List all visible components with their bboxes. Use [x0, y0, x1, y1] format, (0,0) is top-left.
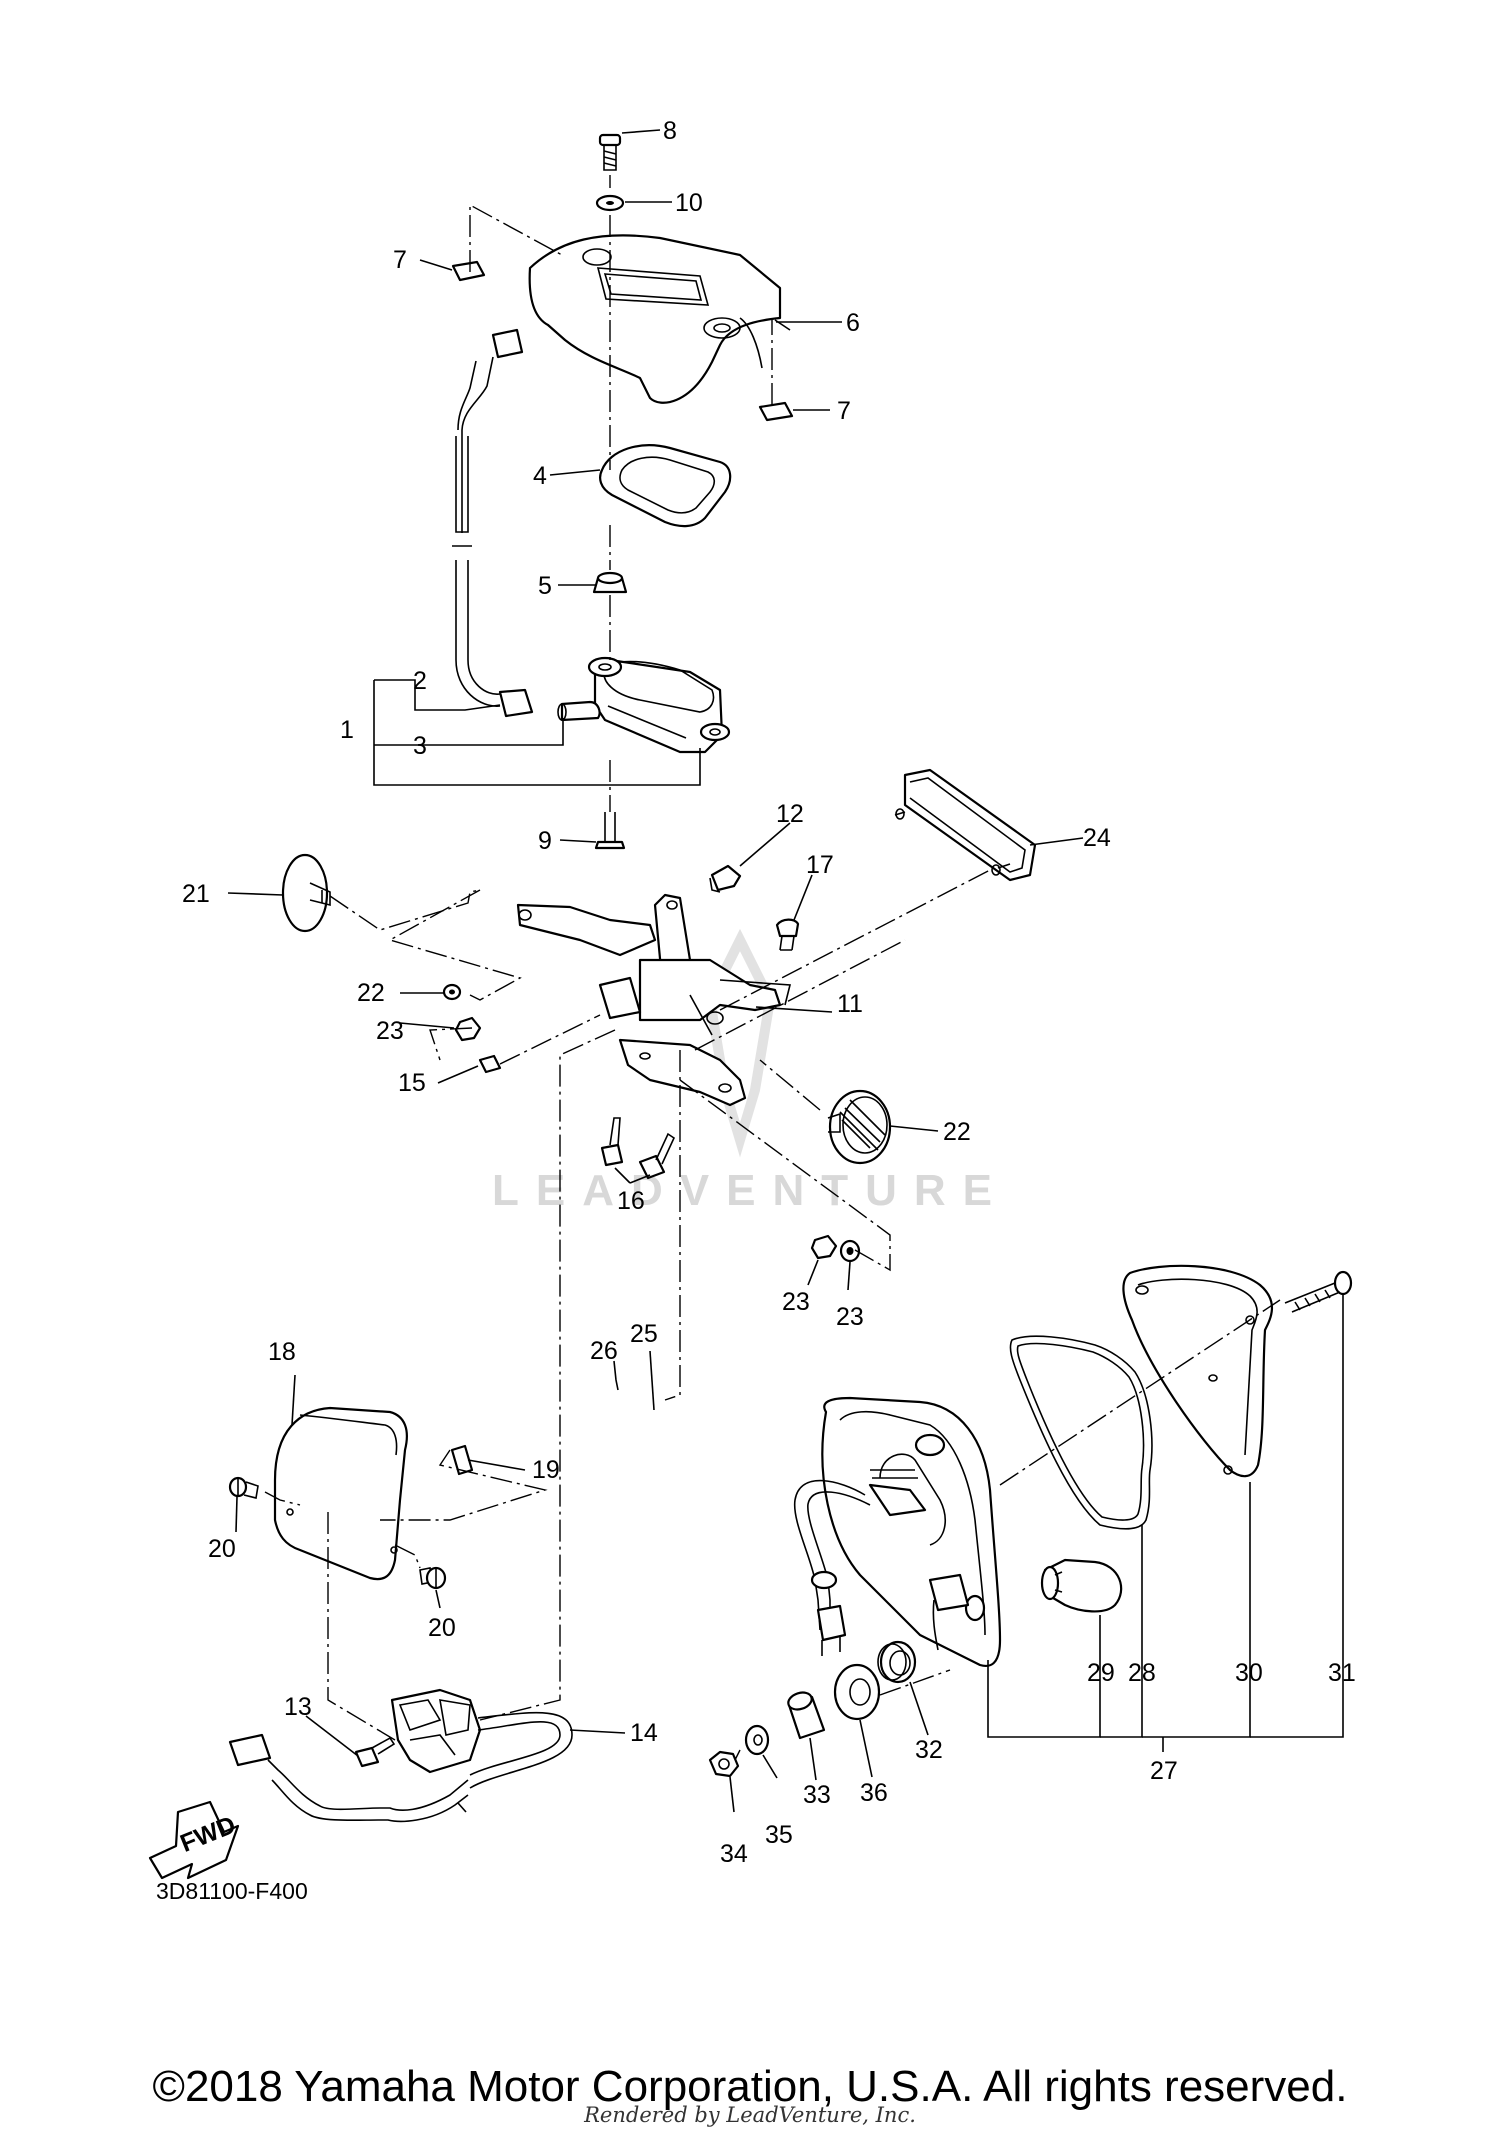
grommet-part-5: [592, 571, 628, 594]
grommet-part-32: [877, 1640, 917, 1684]
callout-34: 34: [720, 1840, 748, 1868]
callout-29: 29: [1087, 1659, 1115, 1687]
gasket-part-4: [599, 444, 732, 528]
screw-part-8: [598, 133, 622, 171]
callout-9: 9: [538, 827, 552, 855]
nut-part-23-left: [454, 1016, 482, 1042]
callout-22-right: 23: [836, 1303, 864, 1331]
watermark: LEADVENTURE: [492, 928, 1009, 1215]
bulb-part-3: [557, 700, 601, 722]
callout-35: 35: [765, 1821, 793, 1849]
callout-21-right: 22: [943, 1118, 971, 1146]
bracket-part-11: [516, 893, 792, 1107]
callout-7-left: 7: [393, 246, 407, 274]
callout-5: 5: [538, 572, 552, 600]
cord-part-14: [228, 1688, 573, 1823]
callout-22-left: 22: [357, 979, 385, 1007]
rendered-by-notice: Rendered by LeadVenture, Inc.: [584, 2103, 916, 2127]
callout-11: 11: [837, 990, 863, 1018]
callout-31: 31: [1328, 1659, 1356, 1687]
lead-wire-part-2: [452, 328, 534, 718]
meter-assembly-part-1: [587, 656, 731, 754]
license-plate-part-24: [894, 768, 1037, 882]
callout-25: 25: [630, 1320, 658, 1348]
callout-3: 3: [413, 732, 427, 760]
callout-21-left: 21: [182, 880, 210, 908]
tail-lamp-housing-part-27: [821, 1396, 1002, 1667]
callout-1: 1: [340, 716, 354, 744]
nut-part-34: [708, 1750, 740, 1778]
callout-2: 2: [413, 667, 427, 695]
pad-part-7-right: [758, 401, 794, 422]
washer-part-36: [833, 1663, 881, 1721]
callout-32: 32: [915, 1736, 943, 1764]
callout-7-right: 7: [837, 397, 851, 425]
callout-30: 30: [1235, 1659, 1263, 1687]
washer-part-35: [744, 1724, 770, 1756]
bolt-part-17: [775, 918, 800, 951]
callout-16: 16: [617, 1187, 645, 1215]
watermark-text: LEADVENTURE: [492, 1166, 1009, 1215]
washer-hole: [449, 989, 455, 995]
washer-hole: [846, 1247, 854, 1255]
callout-17: 17: [806, 851, 834, 879]
drawing-code: 3D81100-F400: [156, 1878, 308, 1904]
bolt-part-13: [354, 1736, 396, 1768]
callout-10: 10: [675, 189, 703, 217]
gasket-part-28: [1009, 1335, 1153, 1530]
callout-8: 8: [663, 117, 677, 145]
nut-part-12: [709, 864, 742, 893]
screw-part-31: [1284, 1270, 1353, 1313]
screw-part-9: [594, 812, 626, 850]
leader-lines: [227, 129, 1344, 1813]
callout-4: 4: [533, 462, 547, 490]
meter-cover-part-6: [528, 234, 791, 404]
reflector-part-21-right: [827, 1089, 892, 1165]
screw-part-20-right: [419, 1566, 447, 1590]
bolt-part-16: [600, 1117, 676, 1180]
callout-26: 26: [590, 1337, 618, 1365]
callout-13: 13: [284, 1693, 312, 1721]
callout-27: 27: [1150, 1757, 1178, 1785]
callout-labels: 8 10 7 6 7 4 5 2 1 3 9 12 17 24 21 22 23…: [182, 117, 1356, 1868]
callout-33: 33: [803, 1781, 831, 1809]
callout-15: 15: [398, 1069, 426, 1097]
pad-part-19: [450, 1444, 474, 1476]
callout-24: 24: [1083, 824, 1111, 852]
pad-part-7-left: [451, 260, 486, 282]
callout-14: 14: [630, 1719, 658, 1747]
callout-18: 18: [268, 1338, 296, 1366]
callout-23-left: 23: [376, 1017, 404, 1045]
collar-part-33: [787, 1691, 826, 1740]
reflector-part-21-left: [281, 853, 331, 933]
callout-23-right: 23: [782, 1288, 810, 1316]
fwd-arrow-icon: FWD: [148, 1800, 240, 1880]
lens-part-18: [273, 1406, 408, 1581]
callout-6: 6: [846, 309, 860, 337]
callout-12: 12: [776, 800, 804, 828]
nut-part-23-right: [810, 1234, 838, 1260]
centerlines: [264, 175, 1281, 1761]
lens-part-30: [1122, 1264, 1273, 1478]
callout-20-left: 20: [208, 1535, 236, 1563]
washer-hole: [606, 201, 614, 205]
callout-28: 28: [1128, 1659, 1156, 1687]
socket-wire: [793, 1479, 871, 1656]
clip-part-15: [478, 1054, 502, 1074]
bulb-part-29: [1040, 1558, 1123, 1613]
callout-20-right: 20: [428, 1614, 456, 1642]
callout-36: 36: [860, 1779, 888, 1807]
callout-19: 19: [532, 1456, 560, 1484]
copyright-notice: ©2018 Yamaha Motor Corporation, U.S.A. A…: [152, 2062, 1348, 2111]
screw-part-20-left: [228, 1476, 259, 1499]
